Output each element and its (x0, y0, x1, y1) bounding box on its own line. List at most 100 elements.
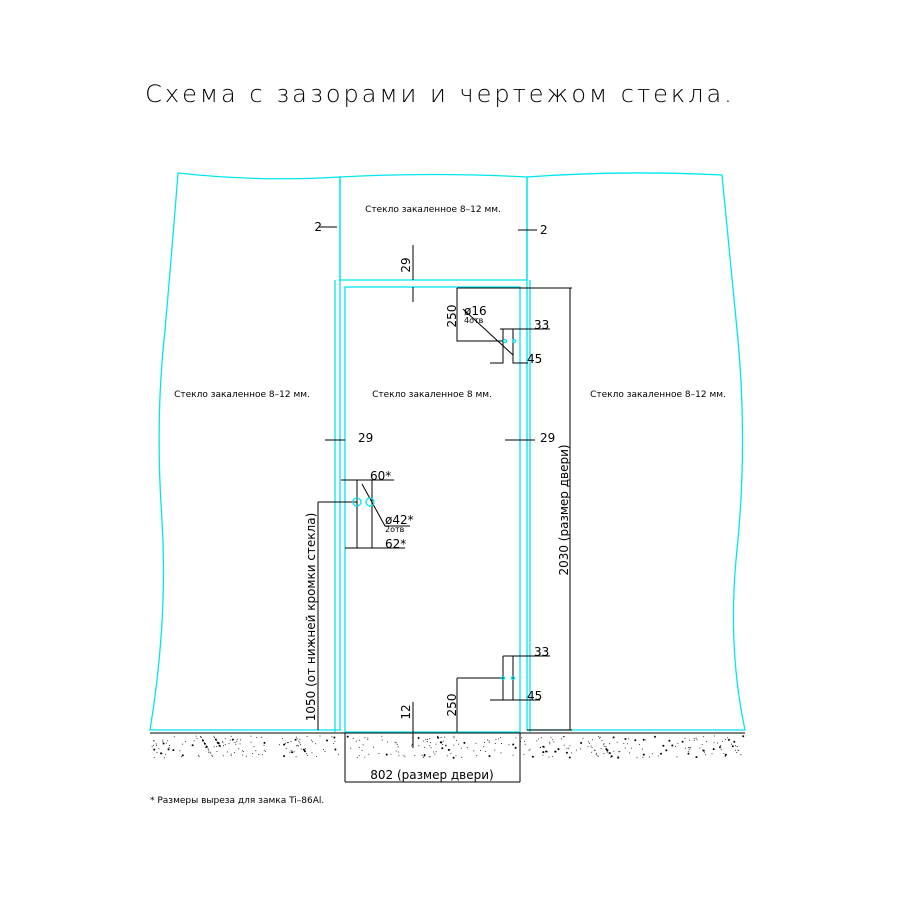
gravel-dot (210, 752, 212, 754)
gravel-dot (297, 744, 299, 746)
gravel-dot (649, 756, 650, 758)
gravel-dot (591, 751, 593, 753)
gravel-dot (219, 746, 221, 748)
gravel-dot (429, 756, 431, 758)
gravel-dot (618, 751, 620, 753)
gravel-dot (627, 743, 628, 745)
gravel-dot (162, 742, 165, 745)
gravel-dot (151, 746, 153, 748)
floor-gravel (151, 735, 745, 759)
gravel-dot (643, 739, 644, 741)
gravel-dot (629, 752, 631, 754)
gravel-dot (608, 752, 611, 755)
gravel-dot (278, 744, 280, 746)
gravel-dot (356, 757, 358, 758)
gravel-dot (434, 753, 436, 755)
gravel-dot (212, 755, 214, 757)
gravel-dot (397, 746, 399, 748)
gravel-dot (367, 739, 369, 740)
gravel-dot (553, 751, 555, 753)
gravel-dot (293, 751, 295, 753)
gravel-dot (590, 745, 592, 747)
gravel-dot (172, 749, 175, 752)
gravel-dot (461, 756, 463, 758)
gravel-dot (500, 752, 502, 754)
gravel-dot (337, 753, 339, 755)
gravel-dot (617, 756, 620, 759)
gravel-dot (423, 755, 425, 757)
gravel-dot (198, 754, 199, 756)
gravel-dot (712, 748, 715, 751)
gravel-dot (333, 743, 335, 745)
gravel-dot (193, 740, 195, 742)
footnote: * Размеры выреза для замка Ti–86Al. (150, 796, 324, 806)
gravel-dot (358, 747, 360, 748)
gravel-dot (544, 746, 546, 748)
gravel-dot (199, 736, 201, 737)
gravel-dot (222, 755, 224, 757)
gravel-dot (185, 741, 187, 743)
gravel-dot (540, 737, 542, 739)
gravel-dot (582, 737, 584, 739)
right-panel-label: Стекло закаленное 8–12 мм. (590, 390, 726, 400)
gravel-dot (549, 741, 551, 743)
gravel-dot (701, 743, 703, 745)
gravel-dot (181, 754, 184, 757)
gravel-dot (202, 739, 204, 742)
gravel-dot (261, 736, 263, 738)
gravel-dot (179, 750, 181, 752)
gravel-dot (674, 745, 676, 747)
gravel-dot (222, 742, 224, 744)
gravel-dot (687, 750, 689, 752)
gravel-dot (253, 746, 255, 748)
hinge-bottom-45: 45 (527, 689, 542, 703)
gravel-dot (298, 740, 300, 742)
gravel-dot (594, 749, 596, 751)
gravel-dot (153, 740, 155, 742)
gravel-dot (553, 741, 555, 743)
gravel-dot (324, 751, 326, 752)
gravel-dot (208, 749, 210, 751)
gravel-dot (597, 755, 599, 757)
door-label: Стекло закаленное 8 мм. (372, 390, 492, 400)
hinge-hole-count: 4отв (464, 316, 484, 325)
gravel-dot (373, 746, 374, 748)
gravel-dot (358, 739, 360, 741)
gravel-dot (558, 749, 560, 751)
gravel-dot (437, 735, 438, 737)
gravel-dot (303, 750, 306, 753)
door-width: 802 (размер двери) (370, 768, 493, 782)
gravel-dot (540, 746, 542, 748)
gravel-dot (442, 744, 444, 745)
gravel-dot (538, 738, 539, 740)
gravel-dot (705, 754, 707, 756)
gravel-dot (671, 744, 674, 747)
gravel-dot (612, 736, 615, 739)
gravel-dot (418, 745, 420, 747)
gravel-dot (155, 743, 157, 745)
gravel-dot (213, 746, 215, 748)
gravel-dot (303, 748, 305, 751)
gravel-dot (362, 744, 364, 746)
gravel-dot (207, 748, 209, 750)
gravel-dot (234, 742, 236, 743)
gravel-dot (240, 739, 241, 741)
gravel-dot (734, 749, 736, 751)
gravel-dot (642, 753, 645, 756)
lock-hole-diameter: ø42* (385, 513, 414, 527)
gravel-dot (685, 747, 686, 749)
gravel-dot (216, 750, 218, 752)
gravel-dot (234, 752, 236, 753)
gravel-dot (455, 755, 457, 757)
gravel-dot (605, 748, 608, 751)
gravel-dot (289, 751, 291, 753)
gravel-dot (311, 752, 313, 754)
gravel-dot (231, 738, 234, 741)
gravel-dot (657, 755, 659, 757)
gravel-dot (616, 741, 618, 743)
gravel-dot (440, 736, 442, 738)
gravel-dot (610, 756, 612, 758)
gravel-dot (153, 748, 156, 751)
gravel-dot (720, 745, 722, 747)
gravel-dot (740, 754, 742, 756)
